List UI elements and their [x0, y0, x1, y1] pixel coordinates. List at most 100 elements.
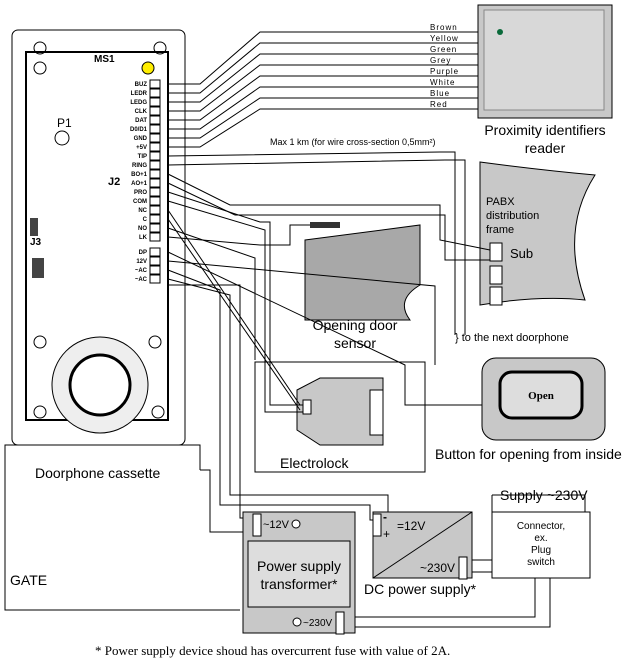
wire-color-label: Green: [430, 45, 457, 54]
dc-minus-label: -: [383, 510, 387, 524]
terminal-screw: [149, 142, 161, 152]
terminal-label: RING: [132, 163, 147, 169]
terminal-label: C: [143, 217, 148, 223]
terminal-label: ~AC: [135, 277, 148, 283]
terminal-label: DP: [139, 250, 147, 256]
terminal-label: LEDG: [130, 100, 147, 106]
reader-led-icon: [497, 29, 503, 35]
wire-color-label: Purple: [430, 67, 459, 76]
dc-in-label: ~230V: [420, 561, 455, 575]
terminal-screw: [149, 160, 161, 170]
electrolock-label: Electrolock: [280, 455, 349, 471]
max-distance-note: Max 1 km (for wire cross-section 0,5mm²): [270, 137, 436, 147]
electrolock-frame: [254, 361, 426, 473]
pabx-label: PABX: [486, 196, 515, 208]
j2-label: J2: [108, 176, 120, 188]
fuse-marker-icon: [141, 61, 155, 75]
terminal-screw: [149, 151, 161, 161]
terminal-screw: [149, 214, 161, 224]
door-sensor: [304, 224, 421, 321]
doorphone-cassette: MS1 P1 J2 J3 BUZLEDRLEDGCLKDATD0/D1GND+5…: [11, 29, 186, 446]
terminal-label: AO+1: [131, 181, 148, 187]
terminal-label: D0/D1: [130, 127, 148, 133]
connector-label-4: switch: [527, 557, 555, 568]
terminal-screw: [149, 274, 161, 284]
reader-wire: [168, 86, 478, 130]
terminal-label: 12V: [136, 259, 147, 265]
terminal-label: GND: [134, 136, 148, 142]
terminal-screw: [149, 88, 161, 98]
reader-label: Proximity identifiers: [484, 122, 605, 138]
connector-label: Connector,: [517, 521, 565, 532]
plug-switch-connector: [491, 511, 591, 579]
open-button-caption: Button for opening from inside: [435, 446, 622, 462]
reader-wire: [168, 97, 478, 139]
reader-wire: [168, 53, 478, 103]
terminal-screw: [149, 106, 161, 116]
terminal-label: ~AC: [135, 268, 148, 274]
footnote: * Power supply device shoud has overcurr…: [95, 643, 450, 658]
pabx-label-2: distribution: [486, 210, 539, 222]
connector-label-2: ex.: [534, 533, 547, 544]
transformer-out-label: ~12V: [263, 519, 290, 531]
wire-color-label: Blue: [430, 89, 450, 98]
pabx-label-3: frame: [486, 224, 514, 236]
reader-wire: [168, 108, 478, 148]
terminal-label: DAT: [135, 118, 147, 124]
terminal-label: LK: [139, 235, 148, 241]
terminal-screw: [149, 169, 161, 179]
wire-color-label: Brown: [430, 23, 458, 32]
reader-wire: [168, 42, 478, 94]
terminal-label: NO: [138, 226, 147, 232]
terminal-screw: [149, 205, 161, 215]
gate-label: GATE: [10, 572, 47, 588]
gate-outline: [4, 444, 240, 611]
dc-out-label: =12V: [397, 519, 425, 533]
wire-color-label: Red: [430, 100, 448, 109]
dc-supply-label: DC power supply*: [364, 581, 477, 597]
terminal-screw: [149, 265, 161, 275]
reader-label-2: reader: [525, 140, 566, 156]
wire-color-label: White: [430, 78, 455, 87]
wire-color-label: Grey: [430, 56, 451, 65]
open-button-label: Open: [528, 390, 554, 402]
sensor-label-2: sensor: [334, 335, 376, 351]
terminal-screw: [149, 232, 161, 242]
terminal-label: BUZ: [135, 82, 148, 88]
next-doorphone-label: } to the next doorphone: [455, 332, 569, 344]
supply-label: Supply ~230V: [500, 487, 588, 503]
terminal-screw: [149, 223, 161, 233]
terminal-screw: [149, 178, 161, 188]
terminal-label: TIP: [138, 154, 147, 160]
dc-plus-label: +: [383, 527, 390, 541]
reader-wire: [168, 75, 478, 121]
pabx-frame: [479, 161, 596, 306]
j3-label: J3: [30, 237, 42, 248]
terminal-label: CLK: [135, 109, 148, 115]
cassette-label: Doorphone cassette: [35, 465, 161, 481]
terminal-screw: [149, 187, 161, 197]
terminal-label: NC: [138, 208, 147, 214]
terminal-screw: [149, 247, 161, 257]
proximity-reader: [477, 4, 613, 119]
ms1-label: MS1: [94, 54, 115, 65]
open-button[interactable]: [498, 370, 584, 420]
terminal-screw: [149, 133, 161, 143]
terminal-label: BO+1: [131, 172, 148, 178]
connector-label-3: Plug: [531, 545, 551, 556]
terminal-label: +5V: [136, 145, 147, 151]
reader-wire: [168, 64, 478, 112]
terminal-label: COM: [133, 199, 147, 205]
terminal-screw: [149, 115, 161, 125]
reader-wire: [168, 31, 478, 85]
p1-label: P1: [57, 116, 72, 130]
transformer-label: Power supply: [257, 558, 341, 574]
transformer-label-2: transformer*: [260, 576, 338, 592]
wire-color-label: Yellow: [430, 34, 459, 43]
terminal-screw: [149, 256, 161, 266]
terminal-screw: [149, 97, 161, 107]
terminal-screw: [149, 79, 161, 89]
electrolock: [296, 377, 384, 446]
terminal-screw: [149, 124, 161, 134]
